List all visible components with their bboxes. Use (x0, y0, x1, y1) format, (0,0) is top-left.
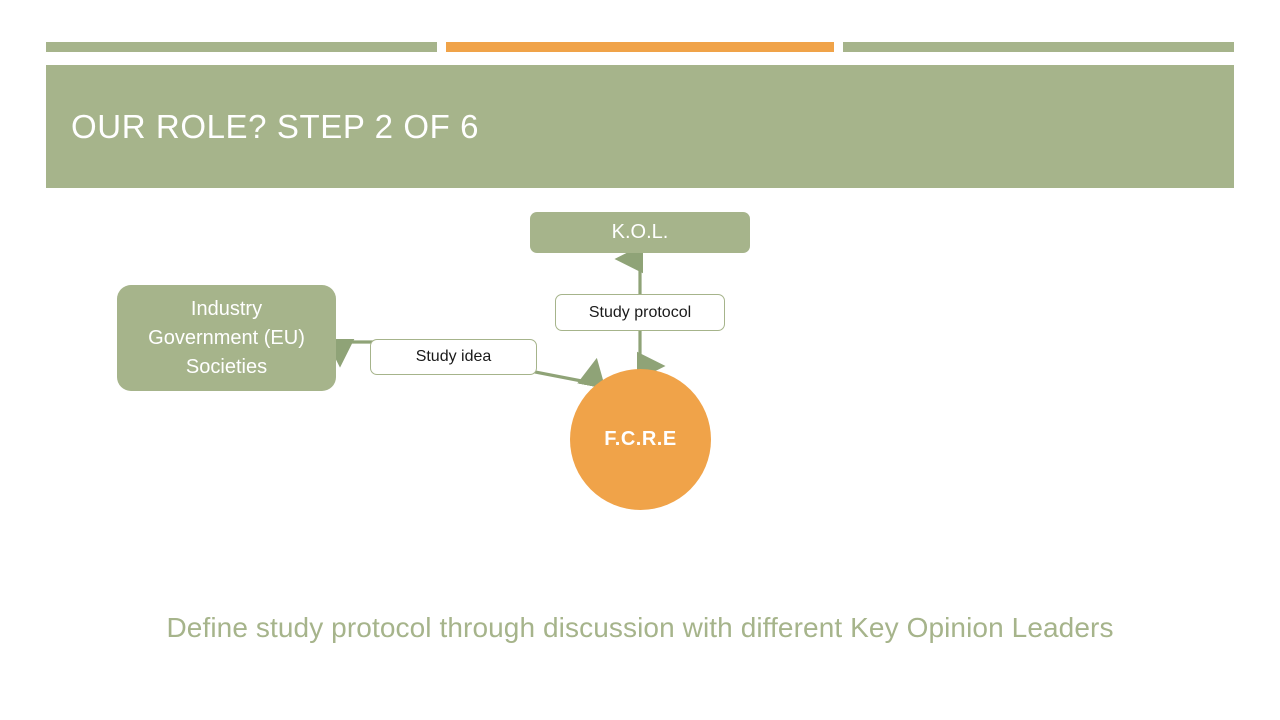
title-band: OUR ROLE? STEP 2 OF 6 (46, 65, 1234, 188)
middle-orange-accent-bar (446, 42, 834, 52)
slide-caption: Define study protocol through discussion… (166, 612, 1114, 643)
connector-label-study-protocol-text: Study protocol (588, 303, 692, 321)
left-green-accent-bar (46, 42, 437, 52)
node-fcre[interactable]: F.C.R.E (570, 369, 711, 510)
connector-label-study-idea[interactable]: Study idea (370, 339, 537, 375)
node-industry-government-societies[interactable]: Industry Government (EU) Societies (117, 285, 336, 391)
right-green-accent-bar (843, 42, 1234, 52)
connector-label-study-idea-text: Study idea (415, 348, 492, 365)
node-industry-line-2: Government (EU) (148, 326, 305, 349)
node-fcre-label: F.C.R.E (604, 428, 677, 450)
page-title: OUR ROLE? STEP 2 OF 6 (71, 107, 480, 145)
connector-label-study-protocol[interactable]: Study protocol (555, 294, 725, 331)
node-kol-label: K.O.L. (611, 221, 669, 243)
node-industry-line-3: Societies (185, 355, 268, 378)
node-kol[interactable]: K.O.L. (530, 212, 750, 253)
node-industry-line-1: Industry (190, 297, 263, 320)
